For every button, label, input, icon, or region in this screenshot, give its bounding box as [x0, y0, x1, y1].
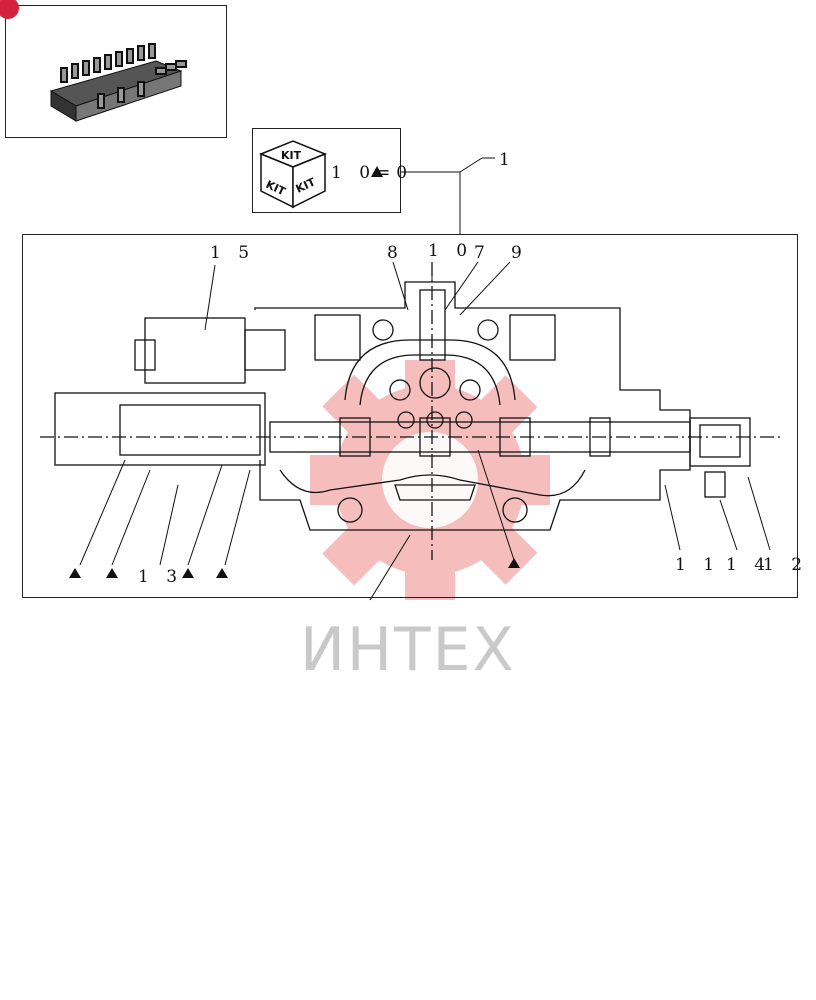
- assembly-thumbnail[interactable]: [0, 0, 227, 138]
- kit-cube-icon: KIT KIT KIT 1 0=0: [259, 140, 407, 209]
- watermark-text: ИНТЕХ: [300, 615, 516, 685]
- kit-ref-number: 1 0=0: [331, 163, 413, 183]
- kit-triangle-icon: [371, 166, 383, 177]
- callout-1: 1: [499, 150, 516, 170]
- kit-reference-box[interactable]: KIT KIT KIT 1 0=0: [252, 128, 407, 213]
- valve-section-drawing[interactable]: [22, 234, 798, 598]
- red-badge-icon: [0, 0, 19, 19]
- kit-top-label: KIT: [281, 149, 302, 162]
- valve-assembly-illustration: [49, 43, 187, 122]
